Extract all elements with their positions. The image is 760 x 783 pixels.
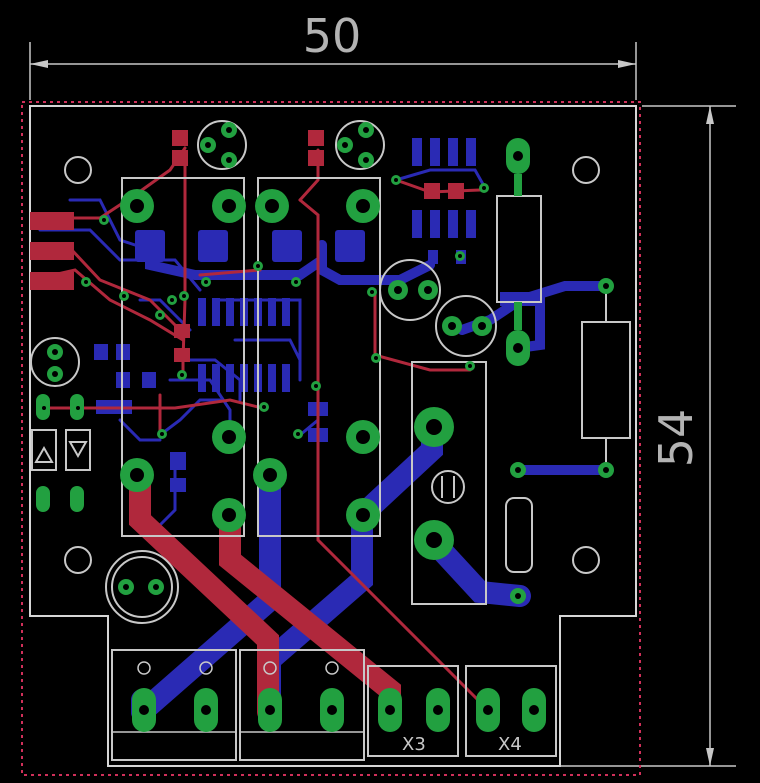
board-outline <box>29 105 637 767</box>
top-smd-pads <box>30 130 464 362</box>
silkscreen: X3 X4 <box>30 120 631 761</box>
board-limit <box>21 101 641 776</box>
terminal-block-x2-outline <box>239 649 365 761</box>
x4-label: X4 <box>498 734 522 755</box>
terminal-block-x3-outline <box>367 665 459 757</box>
height-dimension: 54 <box>560 105 736 767</box>
width-dimension-label: 50 <box>303 9 362 63</box>
width-dimension: 50 <box>29 9 637 100</box>
terminal-block-x4-outline <box>465 665 557 757</box>
terminal-block-x1-outline <box>111 649 237 761</box>
bottom-smd-pads <box>94 138 540 492</box>
height-dimension-label: 54 <box>649 409 703 468</box>
x3-label: X3 <box>402 734 426 755</box>
mounting-holes <box>64 156 600 574</box>
through-hole-pads <box>36 122 614 732</box>
relay-1-outline <box>121 177 245 537</box>
